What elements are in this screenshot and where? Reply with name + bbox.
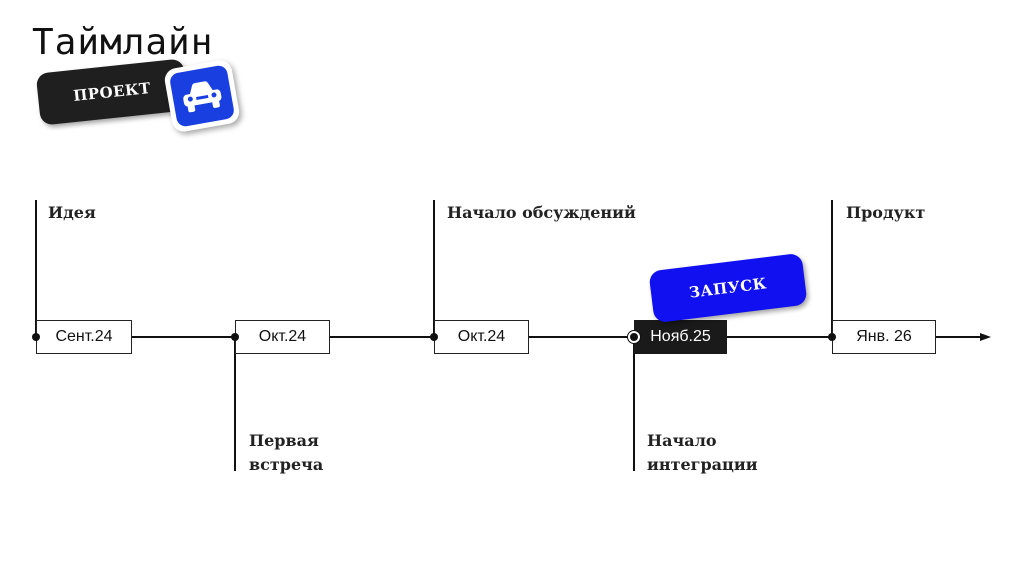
date-label: Янв. 26	[856, 328, 912, 345]
milestone-dot-highlight	[628, 331, 640, 343]
date-label: Сент.24	[55, 328, 113, 345]
project-tag: ПРОЕКТ	[35, 58, 189, 126]
page-title: Таймлайн	[32, 22, 214, 63]
date-box-1: Сент.24	[36, 320, 132, 354]
milestone-label-2: Первая встреча	[249, 431, 324, 474]
car-icon	[183, 81, 222, 113]
connector-5	[831, 200, 833, 337]
milestone-label-1: Идея	[48, 203, 96, 222]
milestone-label-5: Продукт	[846, 203, 926, 222]
date-box-4: Нояб.25	[634, 320, 727, 354]
connector-4	[633, 337, 635, 471]
date-box-5: Янв. 26	[832, 320, 936, 354]
milestone-label-3: Начало обсуждений	[447, 203, 636, 222]
launch-tag-label: ЗАПУСК	[688, 274, 768, 302]
launch-tag: ЗАПУСК	[648, 252, 808, 324]
milestone-dot	[828, 333, 836, 341]
timeline-arrow-icon	[980, 333, 991, 341]
date-label: Окт.24	[457, 328, 506, 345]
milestone-label-4: Начало интеграции	[647, 431, 758, 474]
date-label: Нояб.25	[650, 328, 711, 345]
connector-2	[234, 337, 236, 471]
project-tag-label: ПРОЕКТ	[72, 78, 152, 106]
date-box-2: Окт.24	[235, 320, 330, 354]
milestone-dot	[32, 333, 40, 341]
date-box-3: Окт.24	[434, 320, 529, 354]
date-label: Окт.24	[258, 328, 307, 345]
milestone-dot	[231, 333, 239, 341]
connector-3	[433, 200, 435, 337]
connector-1	[35, 200, 37, 337]
car-badge	[162, 58, 242, 134]
milestone-dot	[430, 333, 438, 341]
